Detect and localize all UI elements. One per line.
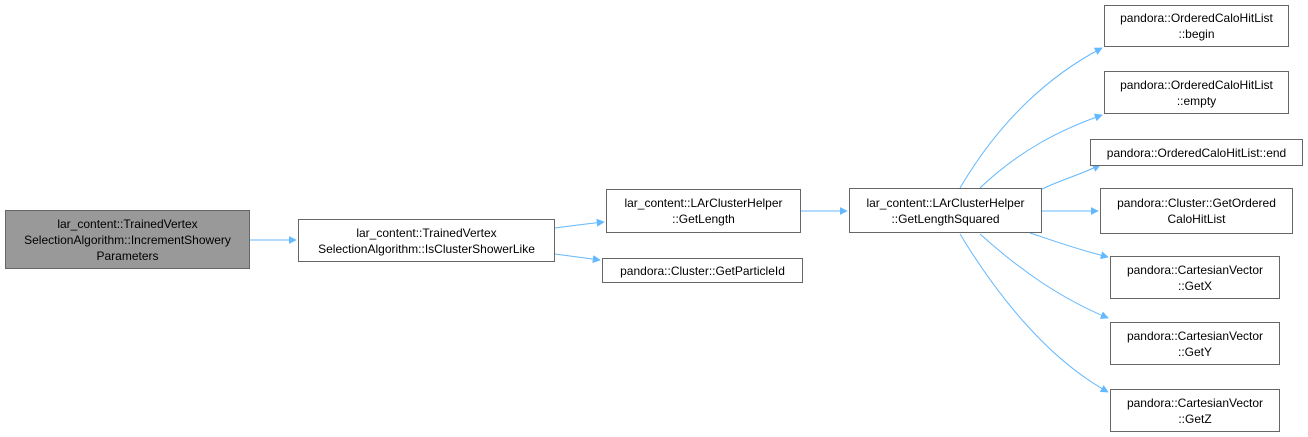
node-get-ordered-line2: CaloHitList <box>1167 212 1226 226</box>
node-get-length-line1: lar_content::LArClusterHelper <box>624 196 783 210</box>
node-get-ordered-line1: pandora::Cluster::GetOrdered <box>1117 196 1276 210</box>
node-empty-line2: ::empty <box>1176 93 1217 108</box>
node-getx-line2: ::GetX <box>1177 278 1212 293</box>
node-is-shower-line1: lar_content::TrainedVertex <box>356 225 497 240</box>
node-end-line1: pandora::OrderedCaloHitList::end <box>1106 145 1287 160</box>
edge-getlengthsq-to-empty <box>979 113 1103 189</box>
node-begin-line1: pandora::OrderedCaloHitList <box>1120 11 1273 25</box>
edge-getlengthsq-to-gety <box>979 233 1109 319</box>
node-increment-line3: Parameters <box>96 248 159 263</box>
edge-getlengthsq-to-getz <box>959 233 1109 393</box>
node-get-length-sq-line1: lar_content::LArClusterHelper <box>866 195 1025 210</box>
node-get-length[interactable]: lar_content::LArClusterHelper ::GetLengt… <box>606 189 801 233</box>
node-getz-line1: pandora::CartesianVector <box>1126 395 1264 410</box>
edge-getlengthsq-to-getx <box>1029 232 1109 260</box>
node-cartesian-vector-gety[interactable]: pandora::CartesianVector ::GetY <box>1110 322 1280 365</box>
node-cartesian-vector-getx[interactable]: pandora::CartesianVector ::GetX <box>1110 256 1280 299</box>
node-increment-line1: lar_content::TrainedVertex <box>57 216 198 231</box>
node-getz-line2: ::GetZ <box>1178 411 1212 426</box>
node-get-length-squared[interactable]: lar_content::LArClusterHelper ::GetLengt… <box>849 188 1042 233</box>
node-empty-line1: pandora::OrderedCaloHitList <box>1120 77 1273 92</box>
node-get-particle-line1: pandora::Cluster::GetParticleId <box>620 263 785 278</box>
node-gety-line2: ::GetY <box>1177 344 1212 359</box>
node-get-length-line2: ::GetLength <box>672 212 735 226</box>
node-increment-showery-parameters: lar_content::TrainedVertex SelectionAlgo… <box>5 210 250 269</box>
edge-getlengthsq-to-begin <box>959 47 1103 189</box>
edge-isshower-to-getlength <box>554 218 605 229</box>
node-ordered-calo-hit-list-empty[interactable]: pandora::OrderedCaloHitList ::empty <box>1104 71 1289 114</box>
node-begin-line2: ::begin <box>1178 27 1215 41</box>
edge-getlengthsq-to-end <box>1039 164 1101 191</box>
node-gety-line1: pandora::CartesianVector <box>1126 328 1264 343</box>
edge-isshower-to-getparticle <box>554 253 601 264</box>
node-is-shower-line2: SelectionAlgorithm::IsClusterShowerLike <box>318 241 535 256</box>
node-cartesian-vector-getz[interactable]: pandora::CartesianVector ::GetZ <box>1110 389 1280 432</box>
node-get-length-sq-line2: ::GetLengthSquared <box>891 211 1000 226</box>
node-increment-line2: SelectionAlgorithm::IncrementShowery <box>24 232 231 247</box>
node-get-ordered-calo-hit-list[interactable]: pandora::Cluster::GetOrdered CaloHitList <box>1100 188 1293 234</box>
node-is-cluster-shower-like[interactable]: lar_content::TrainedVertex SelectionAlgo… <box>298 219 555 262</box>
node-getx-line1: pandora::CartesianVector <box>1126 262 1264 277</box>
node-get-particle-id[interactable]: pandora::Cluster::GetParticleId <box>602 258 803 283</box>
node-ordered-calo-hit-list-begin[interactable]: pandora::OrderedCaloHitList ::begin <box>1104 5 1289 47</box>
node-ordered-calo-hit-list-end[interactable]: pandora::OrderedCaloHitList::end <box>1090 139 1303 166</box>
